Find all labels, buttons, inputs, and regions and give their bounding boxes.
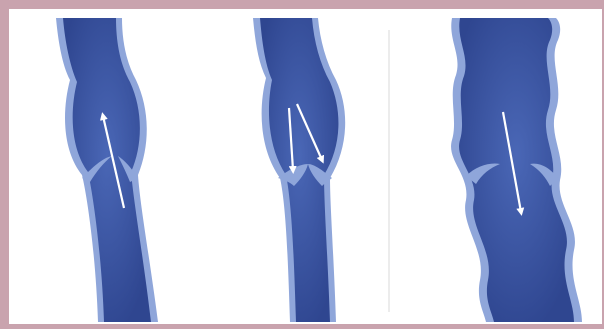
vein-panel-open-valve — [56, 18, 158, 322]
vein-panel-closed-valve — [253, 18, 345, 322]
vein-panel-varicose — [451, 18, 582, 322]
